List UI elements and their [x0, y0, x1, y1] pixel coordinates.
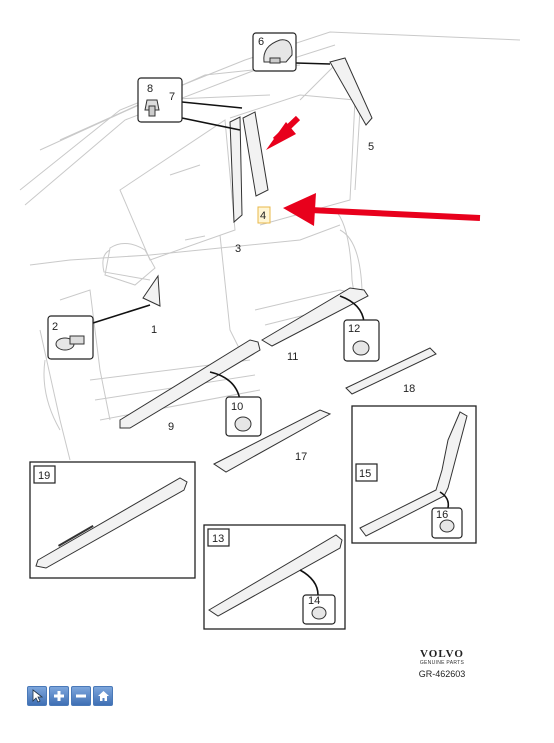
- callout-2: 2: [52, 321, 58, 333]
- home-icon: [97, 691, 109, 701]
- callout-16: 16: [436, 509, 448, 521]
- part-18-sill-plate: [345, 347, 437, 395]
- leader-line-2: [92, 304, 151, 324]
- leader-line-8: [181, 101, 243, 109]
- leader-line-12: [339, 295, 365, 323]
- red-arrow-main: [283, 193, 481, 226]
- red-arrow-upper: [266, 115, 301, 150]
- part-1-mirror-trim: [142, 274, 161, 307]
- cursor-icon: [32, 689, 43, 703]
- badge-10: [225, 396, 262, 437]
- leader-line-8b: [181, 117, 241, 131]
- inset-19: [29, 461, 196, 579]
- callout-15: 15: [359, 468, 371, 480]
- diagram-reference: GR-462603: [418, 669, 466, 679]
- callout-17: 17: [295, 451, 307, 463]
- home-button[interactable]: [93, 686, 113, 706]
- leader-line-6: [295, 62, 331, 65]
- badge-12: [343, 319, 380, 362]
- callout-10: 10: [231, 401, 243, 413]
- callout-9: 9: [168, 421, 174, 433]
- badge-6: [252, 32, 297, 72]
- zoom-in-icon: [54, 691, 64, 701]
- callout-8: 8: [147, 83, 153, 95]
- badge-8: [137, 77, 183, 123]
- callout-19: 19: [38, 470, 50, 482]
- callout-13: 13: [212, 533, 224, 545]
- callout-18: 18: [403, 383, 415, 395]
- zoom-out-button[interactable]: [71, 686, 91, 706]
- cursor-button[interactable]: [27, 686, 47, 706]
- badge-2: [47, 315, 94, 360]
- inset-15: [351, 405, 477, 544]
- part-4-highlight: [257, 206, 271, 224]
- callout-3: 3: [235, 243, 241, 255]
- part-5-rear-trim: [329, 57, 373, 126]
- callout-12: 12: [348, 323, 360, 335]
- inset-13: [203, 524, 346, 630]
- zoom-in-button[interactable]: [49, 686, 69, 706]
- callout-7: 7: [169, 91, 175, 103]
- part-11-door-moulding: [261, 287, 369, 347]
- brand-logo: VOLVO: [420, 648, 464, 660]
- part-3-pillar-trim: [229, 116, 243, 224]
- part-17-sill-plate: [213, 409, 332, 473]
- callout-4: 4: [260, 210, 266, 222]
- callout-11: 11: [287, 351, 298, 363]
- car-outline: [19, 31, 521, 461]
- callout-5: 5: [368, 141, 374, 153]
- callout-14: 14: [308, 595, 320, 607]
- callout-1: 1: [151, 324, 157, 336]
- zoom-toolbar: [27, 686, 113, 706]
- callout-6: 6: [258, 36, 264, 48]
- brand-tagline: GENUINE PARTS: [419, 660, 465, 666]
- zoom-out-icon: [76, 694, 86, 698]
- part-9-door-moulding: [119, 339, 261, 429]
- part-4-pillar-trim: [242, 111, 269, 197]
